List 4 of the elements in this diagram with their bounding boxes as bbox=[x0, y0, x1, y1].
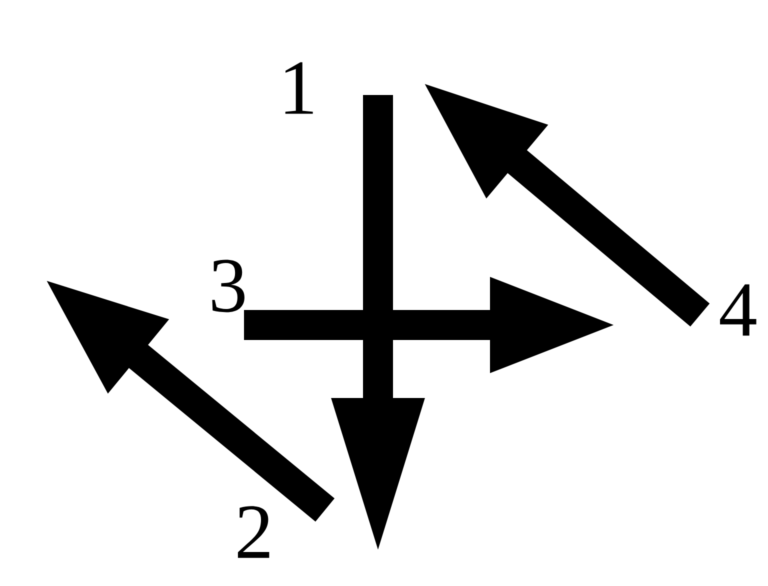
number-label: 4 bbox=[720, 284, 756, 336]
number-label: 2 bbox=[238, 506, 270, 558]
number-label: 3 bbox=[212, 260, 244, 312]
number-label: 1 bbox=[285, 62, 313, 114]
